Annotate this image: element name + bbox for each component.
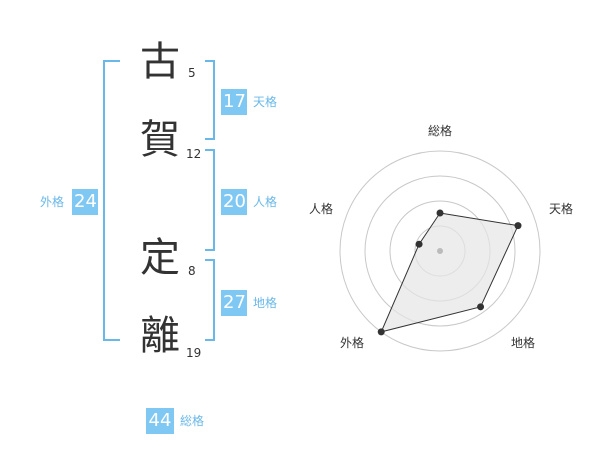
name-char-4: 離	[140, 313, 180, 359]
stroke-count-3: 8	[188, 264, 196, 278]
name-char-1: 古	[140, 39, 180, 85]
radar-point-soukaku	[436, 209, 444, 217]
soukaku-label: 総格	[180, 414, 205, 428]
jinkaku-bracket	[205, 149, 215, 251]
jinkaku-value: 20	[221, 189, 247, 215]
gaikaku-label: 外格	[40, 195, 65, 209]
radar-label-soukaku: 総格	[428, 124, 453, 138]
stroke-count-1: 5	[188, 66, 196, 80]
radar-label-tenkaku: 天格	[549, 202, 574, 216]
name-char-2: 賀	[140, 117, 180, 163]
radar-point-jinkaku	[415, 240, 423, 248]
radar-label-chikaku: 地格	[511, 336, 536, 350]
radar-label-gaikaku: 外格	[340, 336, 365, 350]
radar-ring-4	[339, 150, 541, 352]
tenkaku-label: 天格	[253, 95, 278, 109]
radar-ring-3	[364, 175, 516, 327]
radar-center-dot	[437, 248, 443, 254]
radar-polygon	[380, 212, 519, 333]
radar-point-tenkaku	[514, 222, 522, 230]
gaikaku-value: 24	[72, 189, 98, 215]
soukaku-value: 44	[146, 408, 174, 434]
stroke-count-4: 19	[186, 346, 202, 360]
jinkaku-label: 人格	[253, 195, 278, 209]
gaikaku-bracket	[103, 60, 120, 341]
chikaku-value: 27	[221, 290, 247, 316]
chikaku-label: 地格	[253, 296, 278, 310]
stroke-count-2: 12	[186, 147, 202, 161]
tenkaku-bracket	[205, 60, 215, 140]
chikaku-bracket	[205, 259, 215, 341]
name-char-3: 定	[140, 235, 180, 281]
radar-point-chikaku	[477, 303, 485, 311]
tenkaku-value: 17	[221, 89, 247, 115]
radar-label-jinkaku: 人格	[309, 202, 334, 216]
radar-point-gaikaku	[377, 328, 385, 336]
